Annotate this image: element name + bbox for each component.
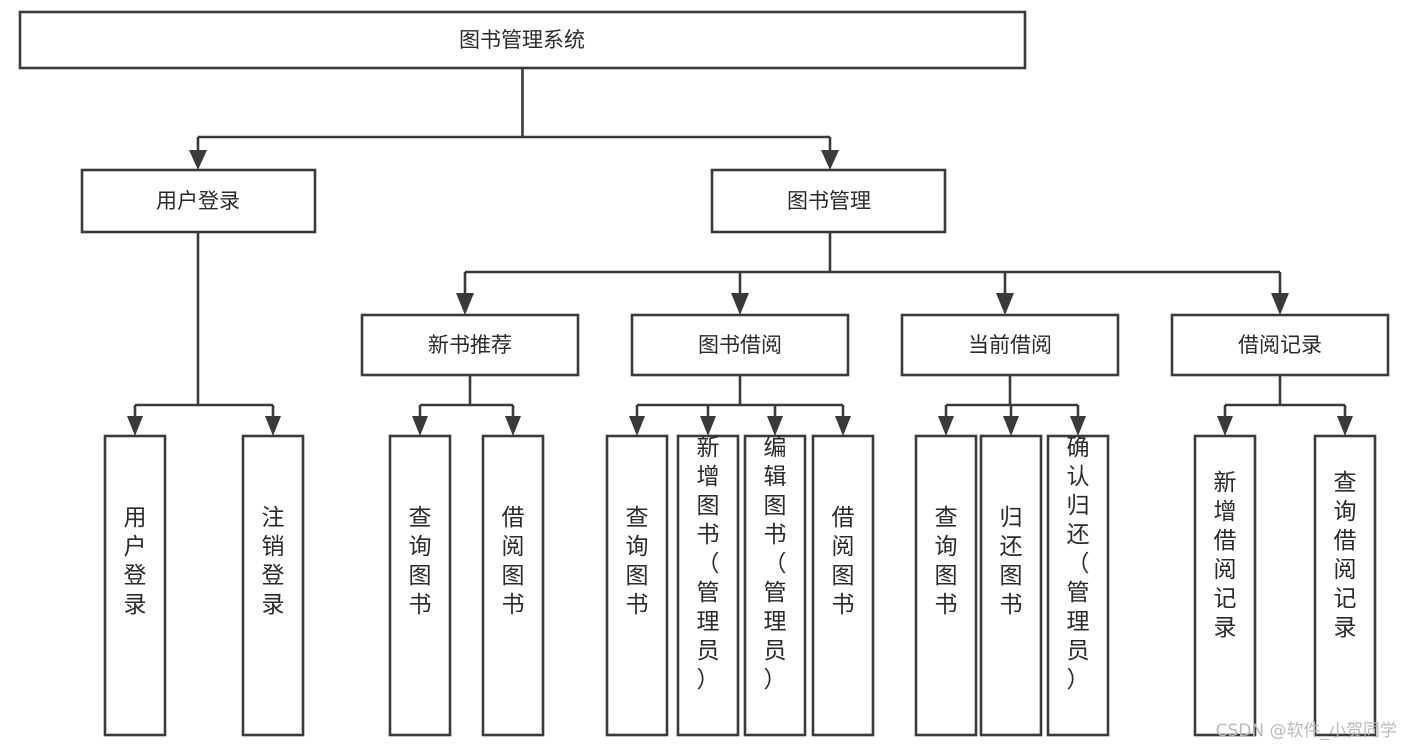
leaf-book-borrow-4-box[interactable] — [811, 434, 875, 737]
leaf-book-borrow-2-box[interactable] — [676, 434, 740, 737]
leaf-current-borrow-3-label: 确认归还（管理员） — [1067, 435, 1090, 693]
node-new-book-recommend-box[interactable] — [360, 313, 580, 377]
node-book-manage-box[interactable] — [710, 168, 947, 234]
node-book-borrow[interactable]: 图书借阅 — [630, 313, 850, 377]
node-book-borrow-label: 图书借阅 — [698, 333, 782, 357]
leaf-user-login-2-label: 注销登录 — [262, 505, 285, 618]
node-book-borrow-box[interactable] — [630, 313, 850, 377]
arrow-head-book-borrow — [731, 293, 749, 315]
arrow-head-leaf-user-login — [127, 416, 143, 436]
leaf-user-login-2-box[interactable] — [241, 434, 305, 737]
leaf-book-borrow-3-label: 编辑图书（管理员） — [764, 435, 787, 693]
arrow-head-new-book — [456, 293, 474, 315]
node-root-label: 图书管理系统 — [459, 28, 585, 52]
node-current-borrow-label: 当前借阅 — [968, 333, 1052, 357]
node-user-login-box[interactable] — [80, 168, 317, 234]
node-borrow-record-label: 借阅记录 — [1238, 333, 1322, 357]
arrow-head-book-manage — [821, 150, 839, 170]
leaf-current-borrow-3[interactable]: 确认归还（管理员） — [1046, 434, 1110, 737]
arrow-head-nb-leaf-2 — [505, 416, 521, 436]
node-root-system[interactable]: 图书管理系统 — [18, 10, 1027, 70]
arrow-head-current-borrow — [996, 293, 1014, 315]
node-book-manage-label: 图书管理 — [787, 189, 871, 213]
leaf-borrow-record-2-label: 查询借阅记录 — [1334, 470, 1357, 641]
leaf-new-book-1[interactable]: 查询图书 — [388, 434, 452, 737]
arrow-head-leaf-logout — [265, 416, 281, 436]
node-new-book-recommend-label: 新书推荐 — [428, 333, 512, 357]
node-current-borrow-box[interactable] — [900, 313, 1120, 377]
arrow-head-bb-leaf-4 — [835, 416, 851, 436]
arrow-head-bb-leaf-2 — [700, 416, 716, 436]
leaf-book-borrow-3-box[interactable] — [743, 434, 807, 737]
leaf-book-borrow-1-box[interactable] — [605, 434, 669, 737]
leaf-new-book-1-label: 查询图书 — [409, 505, 432, 618]
node-borrow-record-box[interactable] — [1170, 313, 1390, 377]
leaf-new-book-2-label: 借阅图书 — [502, 505, 525, 618]
arrow-head-cb-leaf-3 — [1070, 416, 1086, 436]
leaf-current-borrow-2-box[interactable] — [979, 434, 1043, 737]
node-user-login[interactable]: 用户登录 — [80, 168, 317, 234]
leaf-new-book-2-box[interactable] — [481, 434, 545, 737]
leaf-borrow-record-2[interactable]: 查询借阅记录 — [1313, 434, 1377, 737]
arrow-head-br-leaf-1 — [1217, 416, 1233, 436]
node-current-borrow[interactable]: 当前借阅 — [900, 313, 1120, 377]
leaf-borrow-record-1[interactable]: 新增借阅记录 — [1193, 434, 1257, 737]
leaf-current-borrow-1[interactable]: 查询图书 — [914, 434, 978, 737]
arrow-head-bb-leaf-3 — [767, 416, 783, 436]
leaf-current-borrow-2[interactable]: 归还图书 — [979, 434, 1043, 737]
arrow-head-bb-leaf-1 — [629, 416, 645, 436]
node-borrow-record[interactable]: 借阅记录 — [1170, 313, 1390, 377]
arrow-head-user-login — [189, 150, 207, 170]
leaf-book-borrow-2[interactable]: 新增图书（管理员） — [676, 434, 740, 737]
leaf-user-login-2[interactable]: 注销登录 — [241, 434, 305, 737]
leaf-book-borrow-4[interactable]: 借阅图书 — [811, 434, 875, 737]
leaf-new-book-2[interactable]: 借阅图书 — [481, 434, 545, 737]
leaf-book-borrow-1-label: 查询图书 — [626, 505, 649, 618]
node-new-book-recommend[interactable]: 新书推荐 — [360, 313, 580, 377]
leaf-current-borrow-1-box[interactable] — [914, 434, 978, 737]
leaf-user-login-1-label: 用户登录 — [124, 505, 147, 618]
leaf-book-borrow-1[interactable]: 查询图书 — [605, 434, 669, 737]
leaf-book-borrow-3[interactable]: 编辑图书（管理员） — [743, 434, 807, 737]
leaf-book-borrow-2-label: 新增图书（管理员） — [697, 435, 720, 693]
arrow-head-br-leaf-2 — [1337, 416, 1353, 436]
arrow-head-nb-leaf-1 — [412, 416, 428, 436]
leaf-current-borrow-3-box[interactable] — [1046, 434, 1110, 737]
arrow-head-cb-leaf-1 — [938, 416, 954, 436]
node-root-box[interactable] — [18, 10, 1027, 70]
leaf-user-login-1-box[interactable] — [103, 434, 167, 737]
connector-layer — [127, 68, 1353, 436]
leaf-new-book-1-box[interactable] — [388, 434, 452, 737]
leaf-current-borrow-1-label: 查询图书 — [935, 505, 958, 618]
node-user-login-label: 用户登录 — [156, 189, 240, 213]
leaf-borrow-record-2-box[interactable] — [1313, 434, 1377, 737]
arrow-head-borrow-record — [1271, 293, 1289, 315]
leaf-book-borrow-4-label: 借阅图书 — [832, 505, 855, 618]
node-book-manage[interactable]: 图书管理 — [710, 168, 947, 234]
leaf-current-borrow-2-label: 归还图书 — [1000, 505, 1023, 618]
leaf-borrow-record-1-box[interactable] — [1193, 434, 1257, 737]
arrow-head-cb-leaf-2 — [1003, 416, 1019, 436]
leaf-user-login-1[interactable]: 用户登录 — [103, 434, 167, 737]
leaf-borrow-record-1-label: 新增借阅记录 — [1214, 470, 1237, 641]
